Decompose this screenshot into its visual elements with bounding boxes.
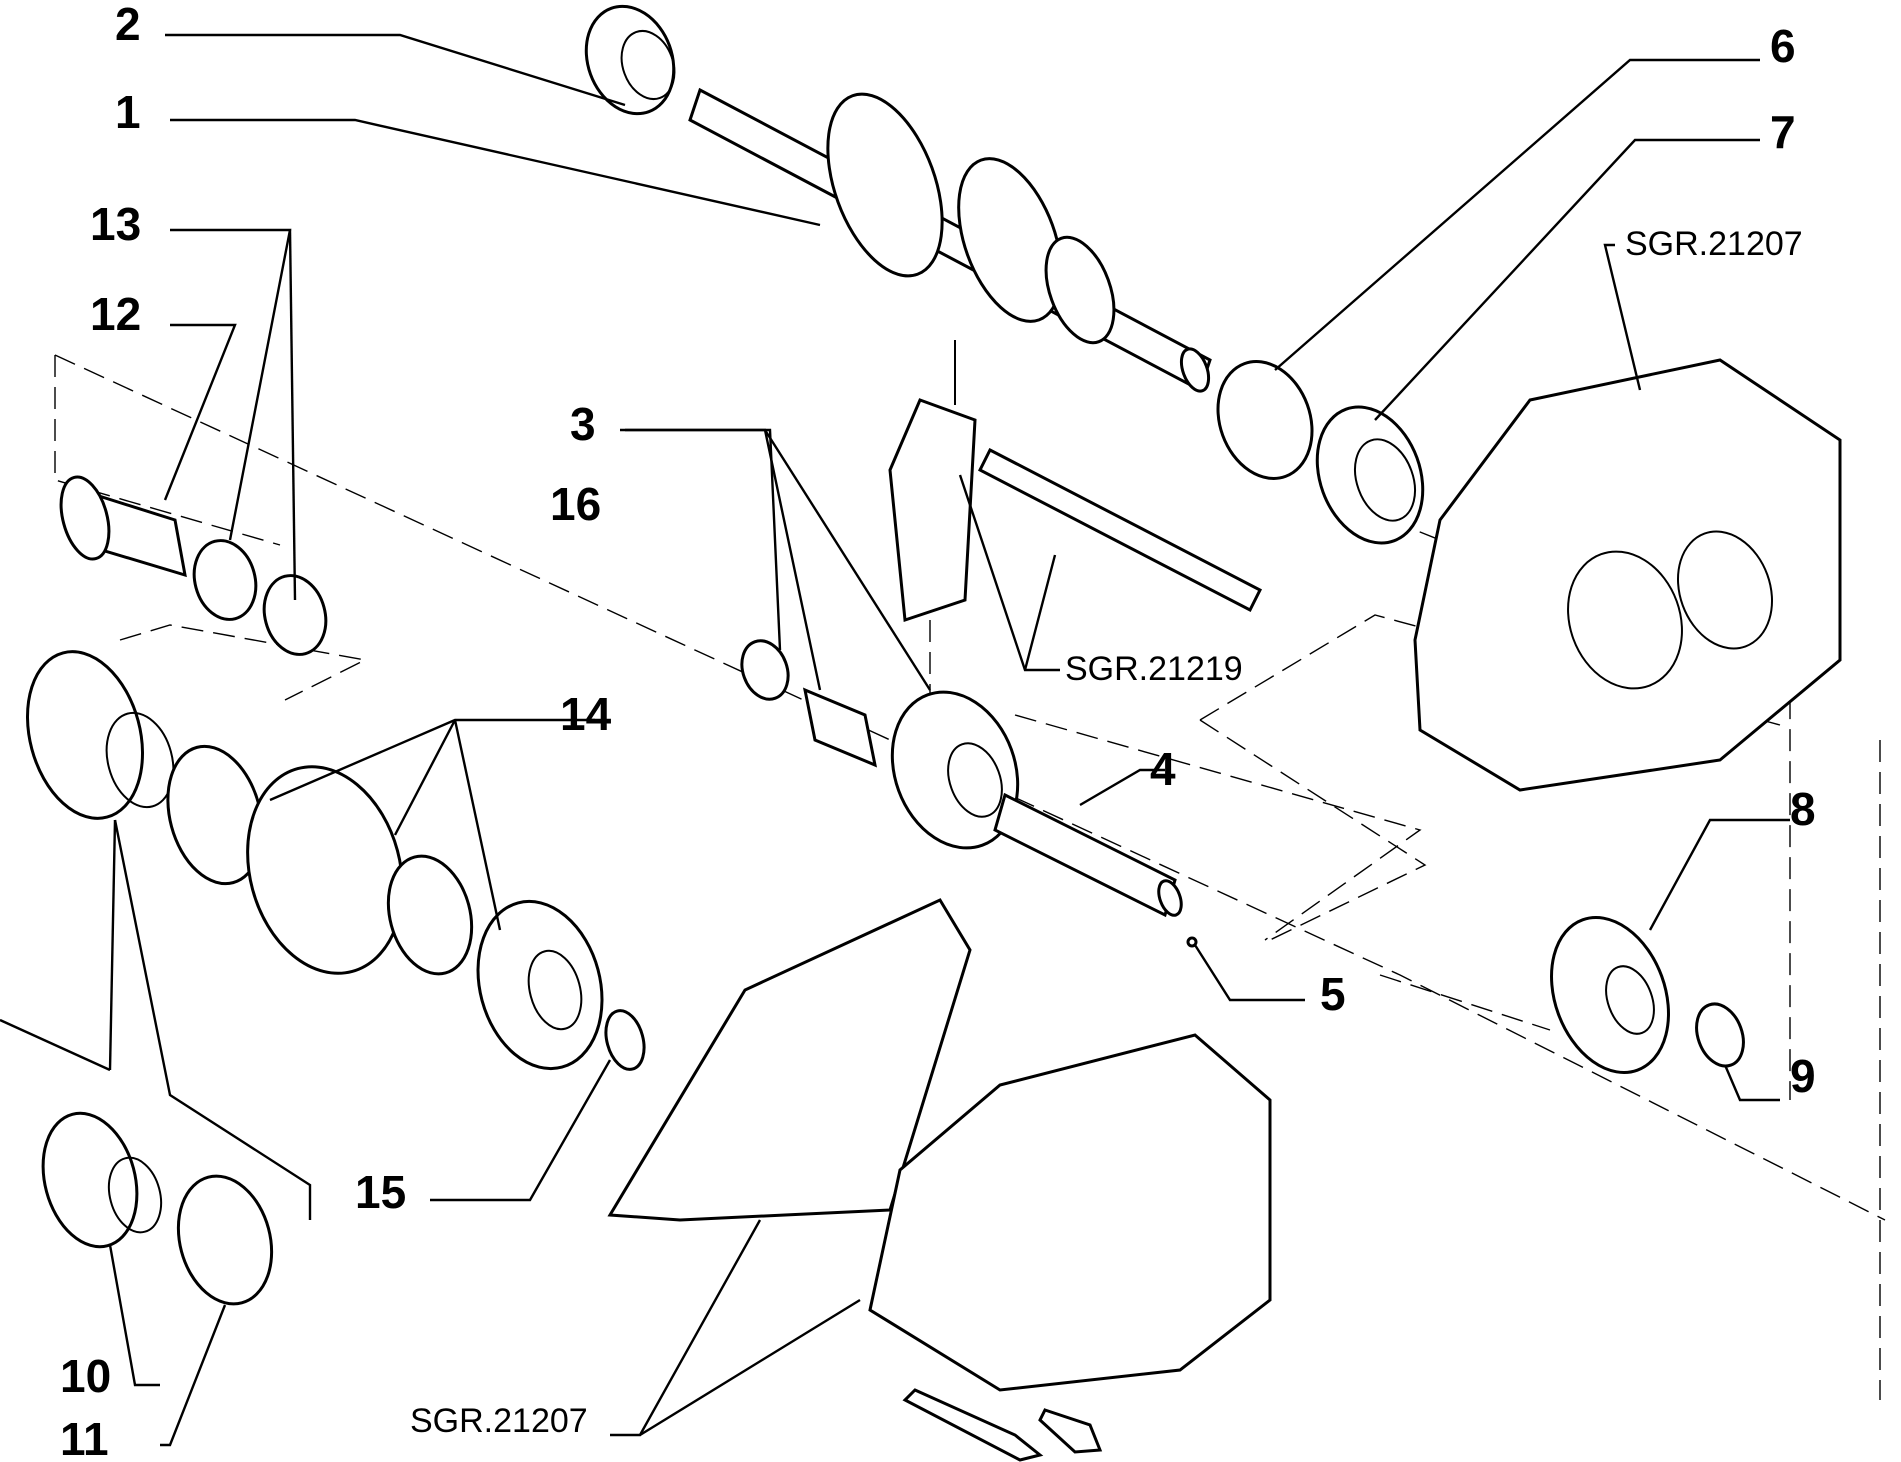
- gear-3: [890, 690, 1020, 850]
- callout-14: 14: [560, 688, 612, 740]
- gearbox-housing: [1413, 358, 1842, 792]
- spring-ring: [386, 854, 474, 976]
- bolt-long: [902, 1388, 1044, 1462]
- leader-lines: [0, 33, 1790, 1447]
- callout-11: 11: [60, 1413, 109, 1462]
- callout-1: 1: [115, 86, 141, 138]
- pin-4: [993, 792, 1183, 918]
- bushing-12: [59, 475, 187, 578]
- synchro-sleeve-14: [246, 765, 404, 975]
- needle-bearing-13b: [262, 574, 328, 656]
- main-shaft: [688, 87, 1212, 393]
- callout-10: 10: [60, 1350, 111, 1402]
- synchro-hub-14: [476, 899, 604, 1071]
- ref-sgr-21219: SGR.21219: [1065, 650, 1243, 688]
- ref-sgr-21207-bottom: SGR.21207: [410, 1402, 588, 1440]
- ball-5: [1186, 936, 1198, 948]
- callout-8: 8: [1790, 783, 1816, 835]
- shift-fork: [888, 340, 1263, 623]
- bearing-7: [1315, 405, 1425, 545]
- needle-bearing-13a: [192, 539, 258, 621]
- callout-3: 3: [570, 398, 596, 450]
- callout-13: 13: [90, 198, 141, 250]
- callout-15: 15: [355, 1166, 406, 1218]
- gasket: [607, 898, 972, 1222]
- callout-2: 2: [115, 0, 141, 50]
- bolt-short: [1038, 1408, 1103, 1454]
- bushing: [802, 687, 878, 768]
- callout-4: 4: [1150, 743, 1176, 795]
- callout-9: 9: [1790, 1050, 1816, 1102]
- callout-7: 7: [1770, 106, 1796, 158]
- callout-labels: 2 1 6 7 13 12 3 16 14 4 8 5 9 15 10 11: [60, 0, 1816, 1462]
- callout-12: 12: [90, 288, 141, 340]
- snap-ring-15: [604, 1009, 646, 1071]
- bearing-2: [584, 4, 676, 116]
- callout-16: 16: [550, 478, 601, 530]
- callout-6: 6: [1770, 20, 1796, 72]
- gear-left: [25, 650, 175, 820]
- snap-ring-6: [1216, 360, 1314, 480]
- washer-16: [740, 639, 790, 701]
- reference-labels: SGR.21207 SGR.21219 SGR.21207: [410, 225, 1803, 1440]
- gear-8: [1550, 916, 1670, 1074]
- gear-10: [41, 1111, 163, 1249]
- snap-ring-9: [1695, 1002, 1745, 1068]
- callout-5: 5: [1320, 968, 1346, 1020]
- rear-cover: [868, 1033, 1272, 1392]
- gear-11: [176, 1174, 274, 1306]
- ref-sgr-21207-top: SGR.21207: [1625, 225, 1803, 263]
